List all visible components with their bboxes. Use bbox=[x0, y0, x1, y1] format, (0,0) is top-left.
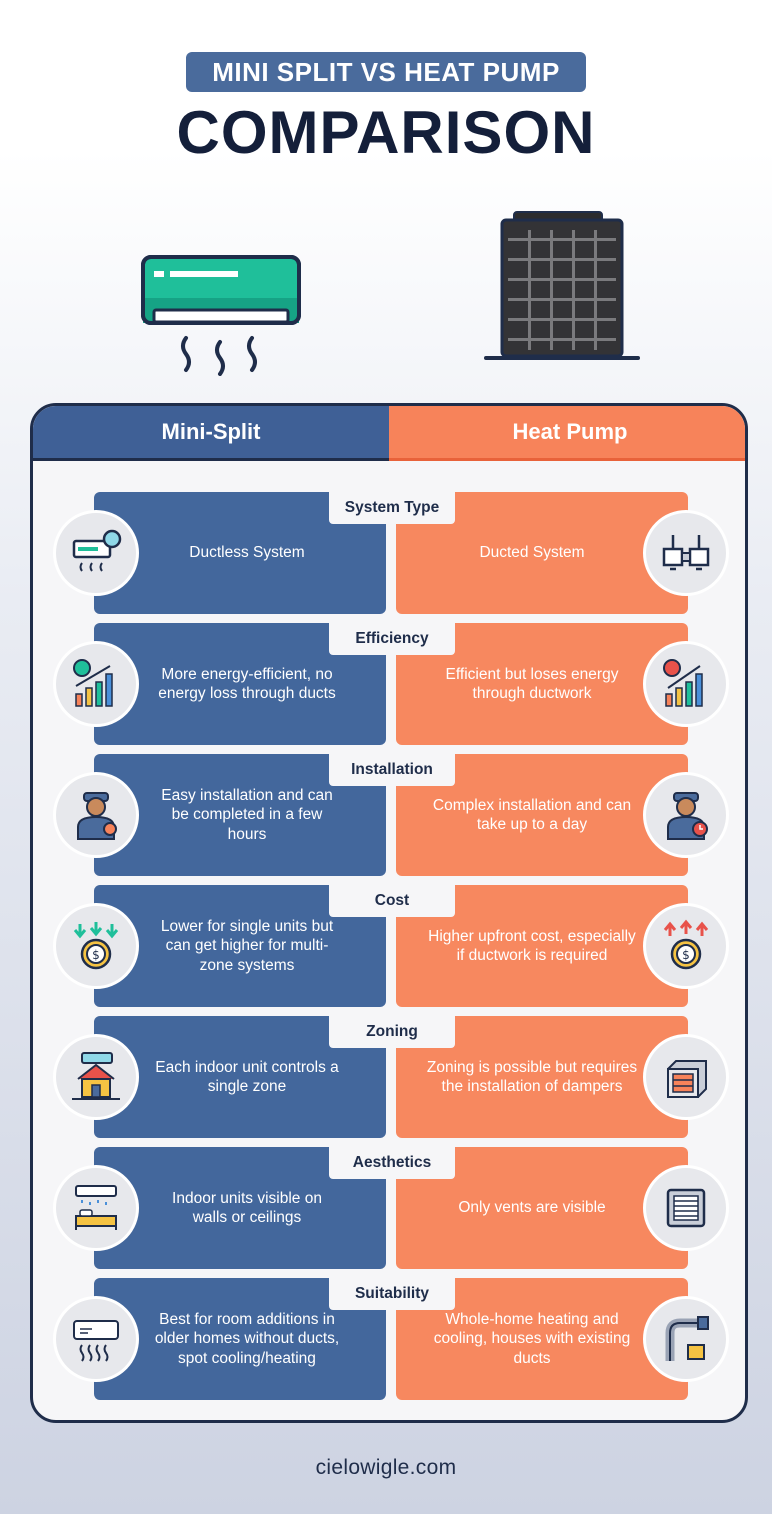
row-category: System Type bbox=[329, 491, 455, 524]
technician-clock-icon bbox=[643, 772, 729, 858]
heat-pump-value: Only vents are visible bbox=[458, 1199, 606, 1217]
column-header-mini-split: Mini-Split bbox=[33, 406, 389, 458]
energy-chart-down-icon bbox=[643, 641, 729, 727]
svg-text:$: $ bbox=[682, 948, 690, 962]
header-pill: MINI SPLIT VS HEAT PUMP bbox=[186, 52, 586, 92]
mini-split-value: Each indoor unit controls a single zone bbox=[155, 1058, 339, 1096]
mini-split-value: Best for room additions in older homes w… bbox=[154, 1310, 340, 1367]
table-row: Lower for single units but can get highe… bbox=[33, 884, 745, 1007]
cost-up-icon: $ bbox=[643, 903, 729, 989]
energy-chart-up-icon bbox=[53, 641, 139, 727]
table-row: Indoor units visible on walls or ceiling… bbox=[33, 1146, 745, 1269]
heat-pump-value: Efficient but loses energy through ductw… bbox=[445, 665, 619, 703]
heat-pump-value: Higher upfront cost, especially if ductw… bbox=[428, 927, 636, 965]
heat-pump-icon bbox=[484, 211, 640, 360]
damper-icon bbox=[643, 1034, 729, 1120]
heat-pump-value: Whole-home heating and cooling, houses w… bbox=[433, 1310, 631, 1367]
heater-unit-icon bbox=[53, 1296, 139, 1382]
heat-pump-value: Complex installation and can take up to … bbox=[432, 796, 632, 834]
mini-split-value: Ductless System bbox=[189, 544, 305, 562]
vent-icon bbox=[643, 1165, 729, 1251]
svg-text:$: $ bbox=[92, 948, 100, 962]
pipes-icon bbox=[643, 1296, 729, 1382]
row-category: Zoning bbox=[329, 1015, 455, 1048]
mini-split-value: Easy installation and can be completed i… bbox=[161, 786, 333, 843]
ductless-unit-icon bbox=[53, 510, 139, 596]
page-title: COMPARISON bbox=[176, 99, 596, 166]
mini-split-value: Lower for single units but can get highe… bbox=[160, 917, 334, 974]
wall-unit-bed-icon bbox=[53, 1165, 139, 1251]
mini-split-icon bbox=[141, 255, 301, 376]
row-category: Cost bbox=[329, 884, 455, 917]
house-zone-icon bbox=[53, 1034, 139, 1120]
table-row: Each indoor unit controls a single zone … bbox=[33, 1015, 745, 1138]
cost-down-icon: $ bbox=[53, 903, 139, 989]
table-row: Best for room additions in older homes w… bbox=[33, 1277, 745, 1400]
table-row: More energy-efficient, no energy loss th… bbox=[33, 622, 745, 745]
table-row: Ductless System Ducted System System Typ… bbox=[33, 491, 745, 614]
heat-pump-value: Ducted System bbox=[479, 544, 585, 562]
column-header-heat-pump: Heat Pump bbox=[389, 406, 745, 458]
table-row: Easy installation and can be completed i… bbox=[33, 753, 745, 876]
mini-split-value: Indoor units visible on walls or ceiling… bbox=[172, 1189, 322, 1227]
technician-icon bbox=[53, 772, 139, 858]
duct-system-icon bbox=[643, 510, 729, 596]
footer-site: cielowigle.com bbox=[315, 1456, 457, 1479]
row-category: Installation bbox=[329, 753, 455, 786]
row-category: Aesthetics bbox=[329, 1146, 455, 1179]
comparison-table: Mini-Split Heat Pump Ductless System Duc… bbox=[30, 403, 748, 1423]
row-category: Efficiency bbox=[329, 622, 455, 655]
row-category: Suitability bbox=[329, 1277, 455, 1310]
heat-pump-value: Zoning is possible but requires the inst… bbox=[426, 1058, 638, 1096]
mini-split-value: More energy-efficient, no energy loss th… bbox=[158, 665, 336, 703]
